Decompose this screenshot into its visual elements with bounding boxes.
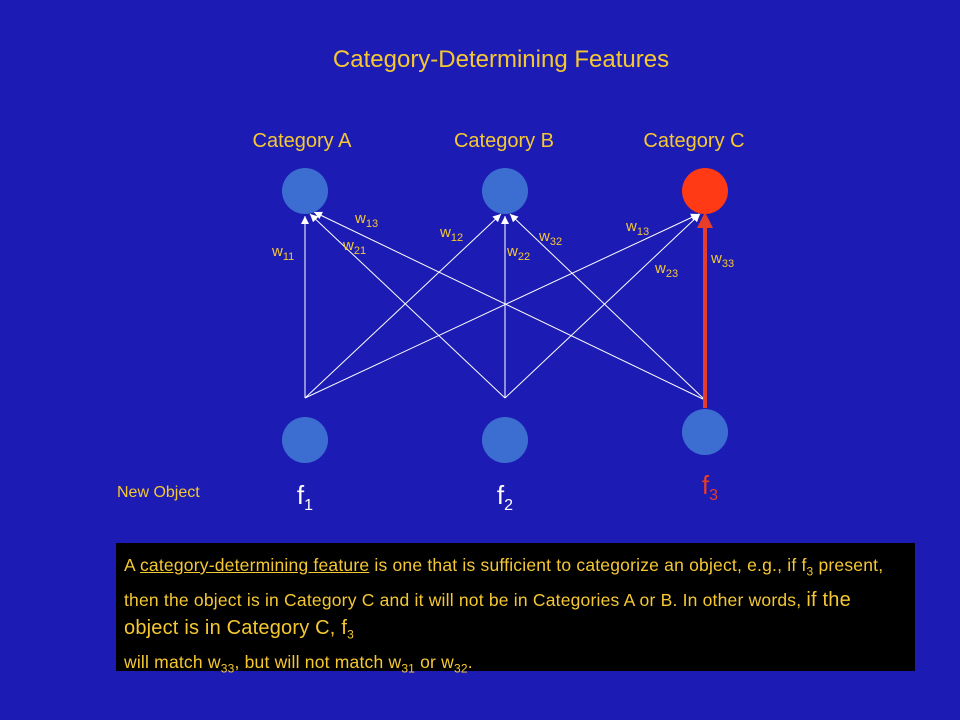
description-subscript: 3 [347,627,354,641]
description-term: category-determining feature [139,555,370,575]
weight-label: w11 [272,243,295,263]
edge-f3-b [509,213,706,401]
description-text: or w [415,652,454,672]
weight-label: w21 [343,237,367,257]
weight-label: w13 [355,210,379,230]
feature-f2-node [482,417,528,463]
description-text: A [124,555,140,575]
feature-f2-label: f2 [496,480,514,515]
feature-f3-node [682,409,728,455]
feature-f3-label: f3 [701,470,719,505]
weight-label: w32 [539,228,563,248]
category-a-node [282,168,328,214]
weight-label: w23 [655,260,679,280]
description-text: , but will not match w [234,652,402,672]
description-text: . [467,652,473,672]
slide-title: Category-Determining Features [332,46,670,73]
description-text: present, then the object is in Category … [124,555,884,610]
category-b-node [482,168,528,214]
category-b-label: Category B [453,130,555,152]
weight-label: w12 [440,224,464,244]
description-emphasis: if the object is in Category C, f [124,588,851,639]
category-a-label: Category A [252,130,352,152]
category-c-label: Category C [643,130,745,152]
description-subscript: 33 [220,661,235,676]
edge-f3-a [313,211,706,401]
edge-f2-a [309,213,506,399]
description-box: A category-determining feature is one th… [116,543,915,676]
weight-label: w22 [507,243,531,263]
description-text: will match w [124,652,221,672]
weight-label: w33 [711,250,735,270]
edge-f1-b [304,213,502,399]
edge-f1-c [304,213,700,399]
weight-label: w13 [626,218,650,238]
description-subscript: 31 [401,661,416,676]
edge-f3-c-arrowhead [697,212,713,228]
feature-f1-label: f1 [296,480,314,515]
description-subscript: 32 [454,661,468,676]
feature-f1-node [282,417,328,463]
edge-f2-c [504,213,701,399]
new-object-label: New Object [117,484,200,501]
description-subscript: 3 [806,564,814,579]
category-c-node [682,168,728,214]
description-text: is one that is sufficient to categorize … [369,555,807,575]
